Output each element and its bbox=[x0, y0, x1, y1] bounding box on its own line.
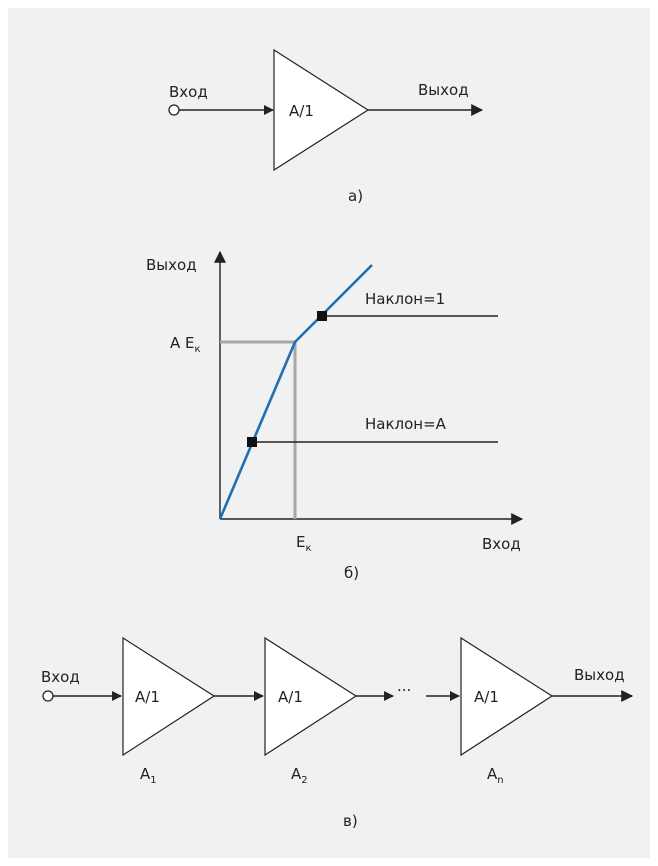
y-tick-aek: A Eк bbox=[170, 334, 201, 355]
transfer-curve bbox=[218, 264, 373, 520]
input-terminal bbox=[168, 104, 180, 116]
diagram-a: Вход A/1 Выход а) bbox=[168, 48, 484, 205]
slope-upper-marker bbox=[317, 311, 327, 321]
x-tick-ek: Eк bbox=[296, 533, 312, 554]
stage-1-name: A1 bbox=[140, 765, 157, 786]
x-axis-label: Вход bbox=[482, 535, 521, 553]
diagram-c: Вход A/1 A1 A/1 A2 ... A/1 An Выход в) bbox=[41, 636, 634, 830]
slope-lower-marker bbox=[247, 437, 257, 447]
stage-1-label: A/1 bbox=[135, 688, 160, 706]
graph-b: Выход Вход Наклон=1 Наклон=A A Eк Eк б) bbox=[146, 250, 524, 582]
y-axis-label: Выход bbox=[146, 256, 197, 274]
slope-upper-label: Наклон=1 bbox=[365, 290, 445, 308]
caption-c: в) bbox=[343, 812, 358, 830]
chain-output-label: Выход bbox=[574, 666, 625, 684]
stage-2-name: A2 bbox=[291, 765, 308, 786]
slope-lower-label: Наклон=A bbox=[365, 415, 447, 433]
stage-2-triangle bbox=[264, 636, 358, 757]
chain-input-label: Вход bbox=[41, 668, 80, 686]
input-label: Вход bbox=[169, 83, 208, 101]
stage-2-label: A/1 bbox=[278, 688, 303, 706]
stage-n-label: A/1 bbox=[474, 688, 499, 706]
chain-input-terminal bbox=[42, 690, 54, 702]
caption-b: б) bbox=[344, 564, 359, 582]
stage-1-triangle bbox=[122, 636, 216, 757]
caption-a: а) bbox=[348, 187, 363, 205]
stage-n-triangle bbox=[460, 636, 554, 757]
ellipsis: ... bbox=[397, 677, 411, 695]
output-label: Выход bbox=[418, 81, 469, 99]
figure-svg: Вход A/1 Выход а) Выход Вход Наклон=1 На… bbox=[41, 48, 634, 830]
figure-panel: Вход A/1 Выход а) Выход Вход Наклон=1 На… bbox=[8, 8, 650, 858]
amplifier-label: A/1 bbox=[289, 102, 314, 120]
stage-n-name: An bbox=[487, 765, 504, 786]
amplifier-triangle bbox=[273, 48, 370, 172]
